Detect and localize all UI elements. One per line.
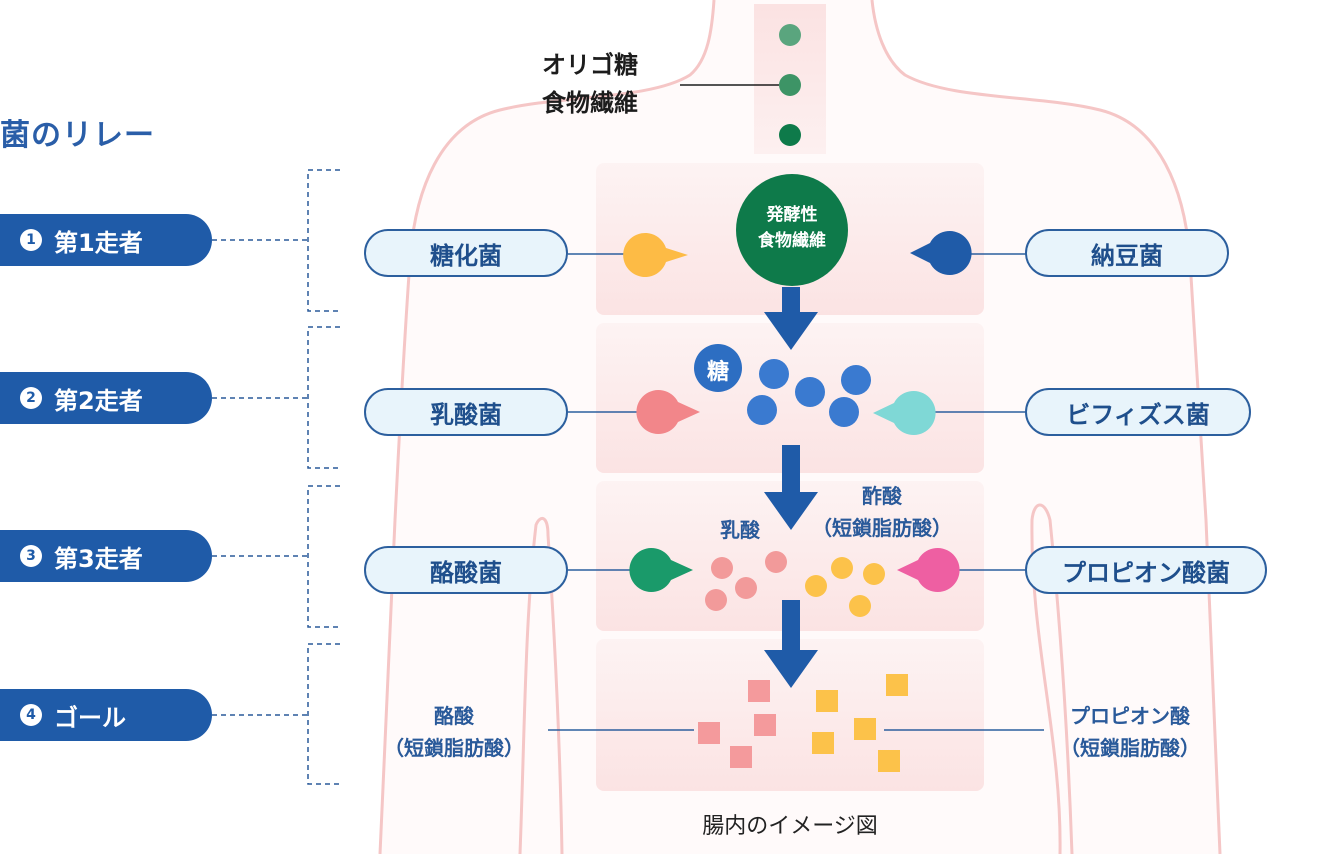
- pacman-teal: [873, 391, 936, 436]
- yellow-dot-2: [863, 563, 885, 585]
- acetic-acid-label: 酢酸 （短鎖脂肪酸）: [800, 480, 964, 544]
- pacman-pink: [897, 548, 960, 592]
- yellow-square-3: [854, 718, 876, 740]
- butyric-acid-label: 酪酸 （短鎖脂肪酸）: [370, 700, 538, 764]
- runner-tag-4: 4 ゴール: [0, 689, 212, 741]
- fermentable-fiber-label: 発酵性 食物繊維: [740, 202, 844, 254]
- input-label-line-2: 食物繊維: [542, 89, 638, 117]
- pill-propionic-acid-bacteria: プロピオン酸菌: [1025, 546, 1267, 594]
- pink-dot-3: [735, 577, 757, 599]
- pink-dot-4: [705, 589, 727, 611]
- runner-label-4: ゴール: [54, 703, 126, 732]
- fermentable-fiber-line-2: 食物繊維: [758, 231, 826, 251]
- pink-square-1: [748, 680, 770, 702]
- runner-number-2: 2: [20, 387, 42, 409]
- yellow-dot-3: [805, 575, 827, 597]
- acetic-acid-line-2: （短鎖脂肪酸）: [812, 516, 952, 540]
- bracket-2: [307, 326, 340, 469]
- sugar-circle: [694, 344, 742, 392]
- arm-outline-right: [1030, 503, 1074, 854]
- runner-label-1: 第1走者: [54, 228, 143, 257]
- pill-natto-bacteria: 納豆菌: [1025, 229, 1229, 277]
- pill-saccharifying-bacteria: 糖化菌: [364, 229, 568, 277]
- blue-dot-4: [747, 395, 777, 425]
- blue-dot-3: [841, 365, 871, 395]
- runner-tag-3: 3 第3走者: [0, 530, 212, 582]
- lactic-acid-label: 乳酸: [720, 518, 760, 542]
- yellow-square-1: [816, 690, 838, 712]
- yellow-square-2: [886, 674, 908, 696]
- propionic-acid-line-2: （短鎖脂肪酸）: [1060, 736, 1200, 760]
- yellow-square-5: [878, 750, 900, 772]
- pink-square-4: [730, 746, 752, 768]
- yellow-square-4: [812, 732, 834, 754]
- pacman-yellow: [623, 233, 688, 278]
- pacman-salmon: [636, 389, 700, 434]
- runner-tag-2: 2 第2走者: [0, 372, 212, 424]
- pacman-green: [629, 548, 693, 592]
- arrow-3: [764, 600, 818, 688]
- pill-butyric-acid-bacteria: 酪酸菌: [364, 546, 568, 594]
- yellow-dot-4: [849, 595, 871, 617]
- arrow-2: [764, 445, 818, 530]
- oligo-dot-2: [779, 74, 801, 96]
- arrow-1: [764, 287, 818, 350]
- runner-number-4: 4: [20, 704, 42, 726]
- arm-outline-left: [518, 517, 564, 854]
- diagram-caption: 腸内のイメージ図: [702, 814, 878, 839]
- pink-dot-2: [765, 551, 787, 573]
- blue-dot-5: [829, 397, 859, 427]
- oligo-dot-3: [779, 124, 801, 146]
- bracket-4: [307, 643, 340, 785]
- band-2: [596, 323, 984, 473]
- runner-label-2: 第2走者: [54, 386, 143, 415]
- pink-square-2: [698, 722, 720, 744]
- propionic-acid-label: プロピオン酸 （短鎖脂肪酸）: [1046, 700, 1214, 764]
- pink-dot-1: [711, 557, 733, 579]
- pill-lactic-acid-bacteria: 乳酸菌: [364, 388, 568, 436]
- yellow-dot-1: [831, 557, 853, 579]
- pink-square-3: [754, 714, 776, 736]
- blue-dot-2: [795, 377, 825, 407]
- blue-dot-1: [759, 359, 789, 389]
- input-label-line-1: オリゴ糖: [542, 51, 638, 79]
- section-title: 菌のリレー: [0, 118, 155, 153]
- butyric-acid-line-2: （短鎖脂肪酸）: [384, 736, 524, 760]
- pill-bifidobacteria: ビフィズス菌: [1025, 388, 1251, 436]
- pacman-navy: [910, 231, 972, 275]
- fermentable-fiber-line-1: 発酵性: [766, 205, 818, 225]
- fermentable-fiber-circle: [736, 174, 848, 286]
- bracket-3: [307, 485, 340, 628]
- band-3: [596, 481, 984, 631]
- acetic-acid-line-1: 酢酸: [862, 484, 902, 508]
- oligo-dot-1: [779, 24, 801, 46]
- sugar-label: 糖: [706, 360, 729, 385]
- bracket-1: [307, 169, 340, 312]
- butyric-acid-line-1: 酪酸: [434, 704, 474, 728]
- runner-tag-1: 1 第1走者: [0, 214, 212, 266]
- runner-number-1: 1: [20, 229, 42, 251]
- runner-number-3: 3: [20, 545, 42, 567]
- input-label: オリゴ糖 食物繊維: [542, 46, 638, 122]
- propionic-acid-line-1: プロピオン酸: [1070, 704, 1190, 728]
- runner-label-3: 第3走者: [54, 544, 143, 573]
